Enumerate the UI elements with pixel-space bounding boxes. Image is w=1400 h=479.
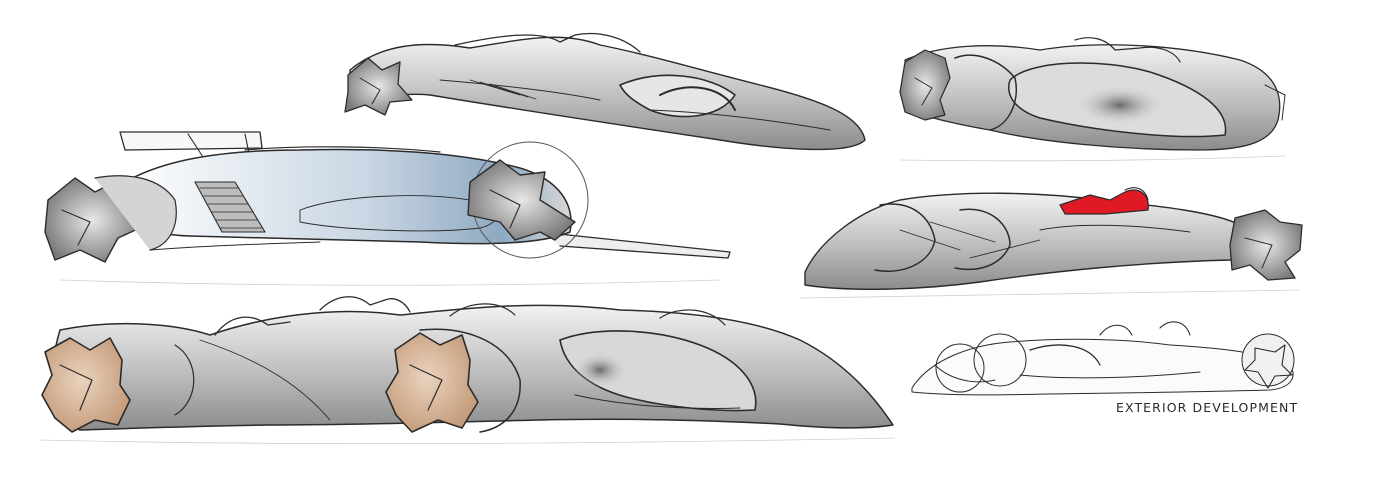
sketch-top-right <box>899 37 1286 151</box>
sketch-bottom-right <box>911 321 1295 396</box>
sketch-mid-left <box>44 131 731 263</box>
sketch-top-center <box>344 32 866 151</box>
sketch-mid-right <box>804 187 1303 290</box>
sketch-bottom-left <box>41 296 894 433</box>
sheet-caption: EXTERIOR DEVELOPMENT <box>1116 400 1299 415</box>
construction-lines <box>39 155 1301 445</box>
